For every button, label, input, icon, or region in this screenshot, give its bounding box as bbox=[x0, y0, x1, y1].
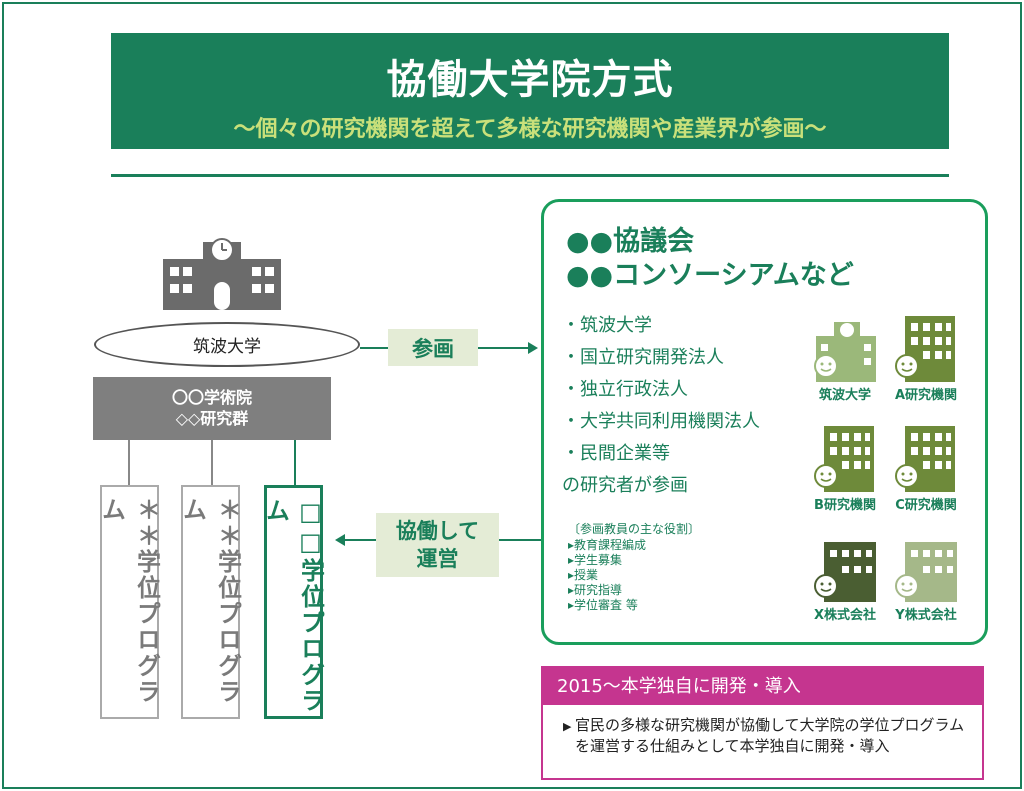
degree-program-box: ＊＊学位プログラム bbox=[179, 485, 242, 719]
collaborate-text-1: 協働して bbox=[395, 518, 480, 543]
institution-x-company: X株式会社 bbox=[800, 540, 890, 623]
office-building-icon bbox=[814, 542, 876, 602]
institution-b: B研究機関 bbox=[800, 424, 890, 513]
institution-label: C研究機関 bbox=[895, 498, 957, 513]
school-building-clock-icon bbox=[163, 238, 281, 310]
member-list: ・筑波大学 ・国立研究開発法人 ・独立行政法人 ・大学共同利用機関法人 ・民間企… bbox=[562, 310, 760, 470]
info-text: 官民の多様な研究機関が協働して大学院の学位プログラムを運営する仕組みとして本学独… bbox=[575, 716, 965, 755]
university-ellipse: 筑波大学 bbox=[94, 322, 360, 367]
list-item: ▸学生募集 bbox=[568, 553, 623, 567]
list-item: ・国立研究開発法人 bbox=[562, 347, 724, 368]
list-item: ▸学位審査 等 bbox=[568, 598, 638, 612]
institution-label: Y株式会社 bbox=[895, 608, 957, 623]
degree-program-label: ＊＊学位プログラム bbox=[178, 497, 242, 705]
institution-tsukuba: 筑波大学 bbox=[800, 314, 890, 403]
institution-c: C研究機関 bbox=[881, 424, 971, 513]
page-subtitle: 〜個々の研究機関を超えて多様な研究機関や産業界が参画〜 bbox=[233, 117, 827, 142]
collaborate-label: 協働して 運営 bbox=[376, 513, 499, 577]
list-item: ▸授業 bbox=[568, 568, 599, 582]
arrow-left-icon bbox=[335, 534, 345, 546]
consortium-title: ●●協議会 bbox=[566, 226, 695, 257]
connector-line bbox=[128, 440, 130, 485]
consortium-title: ●●コンソーシアムなど bbox=[566, 260, 854, 291]
university-name: 筑波大学 bbox=[193, 337, 261, 357]
member-footer: の研究者が参画 bbox=[562, 475, 688, 496]
connector-line bbox=[211, 440, 213, 485]
info-header: 2015〜本学独自に開発・導入 bbox=[543, 668, 982, 705]
participate-label: 参画 bbox=[388, 329, 478, 366]
list-item: ・独立行政法人 bbox=[562, 379, 688, 400]
list-item: ・筑波大学 bbox=[562, 315, 652, 336]
institute-box: 〇〇学術院 ◇◇研究群 bbox=[93, 377, 331, 440]
connector-line bbox=[294, 440, 296, 485]
info-box: 2015〜本学独自に開発・導入 ▶ 官民の多様な研究機関が協働して大学院の学位プ… bbox=[541, 666, 984, 780]
arrow-right-icon bbox=[528, 342, 538, 354]
institution-label: 筑波大学 bbox=[818, 388, 871, 403]
title-divider bbox=[111, 174, 949, 177]
page-title: 協働大学院方式 bbox=[386, 57, 674, 103]
list-item: ▸教育課程編成 bbox=[568, 538, 647, 552]
school-building-clock-icon bbox=[814, 322, 876, 382]
institution-label: X株式会社 bbox=[813, 608, 877, 623]
office-building-icon bbox=[895, 542, 957, 602]
triangle-bullet-icon: ▶ bbox=[563, 720, 572, 733]
institute-name: 〇〇学術院 bbox=[171, 387, 252, 407]
consortium-box: ●●協議会 ●●コンソーシアムなど ・筑波大学 ・国立研究開発法人 ・独立行政法… bbox=[541, 199, 988, 645]
list-item: ・民間企業等 bbox=[562, 443, 670, 464]
institution-label: B研究機関 bbox=[814, 498, 876, 513]
institution-label: A研究機関 bbox=[894, 388, 958, 403]
degree-program-label: □□学位プログラム bbox=[261, 498, 325, 714]
degree-program-label: ＊＊学位プログラム bbox=[97, 497, 161, 705]
office-building-icon bbox=[895, 316, 955, 382]
title-banner: 協働大学院方式 〜個々の研究機関を超えて多様な研究機関や産業界が参画〜 bbox=[111, 33, 949, 149]
institution-a: A研究機関 bbox=[881, 314, 971, 403]
roles-title: 〔参画教員の主な役割〕 bbox=[568, 522, 701, 536]
research-group-name: ◇◇研究群 bbox=[175, 408, 249, 428]
degree-program-box: ＊＊学位プログラム bbox=[98, 485, 161, 719]
office-building-icon bbox=[895, 426, 955, 492]
participate-text: 参画 bbox=[412, 336, 454, 361]
collaborate-text-2: 運営 bbox=[416, 547, 459, 571]
roles-list: ▸教育課程編成 ▸学生募集 ▸授業 ▸研究指導 ▸学位審査 等 bbox=[568, 538, 646, 613]
degree-program-box-highlighted: □□学位プログラム bbox=[262, 485, 325, 719]
list-item: ▸研究指導 bbox=[568, 583, 623, 597]
list-item: ・大学共同利用機関法人 bbox=[562, 411, 760, 432]
institution-y-company: Y株式会社 bbox=[881, 540, 971, 623]
office-building-icon bbox=[814, 426, 874, 492]
